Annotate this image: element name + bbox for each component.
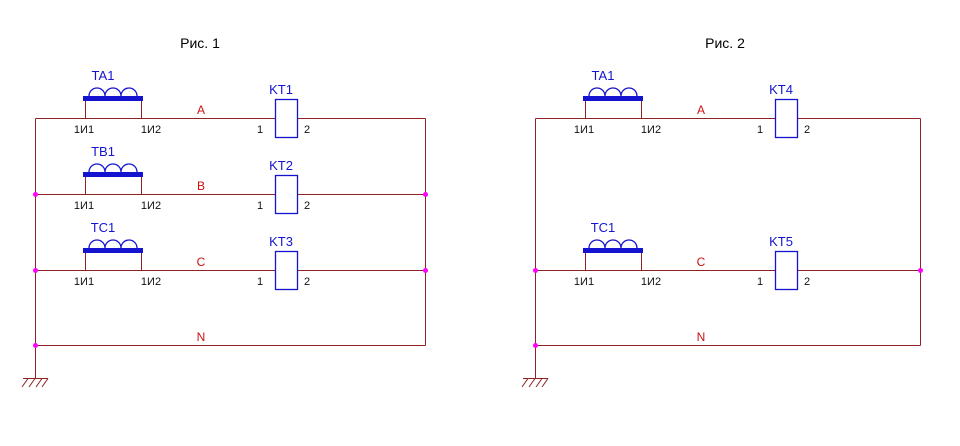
- ground-hatch-icon: [521, 378, 529, 388]
- ground-hatch-icon: [535, 378, 543, 388]
- ct-terminal2-label: 1И2: [141, 200, 161, 212]
- ground-hatch-icon: [28, 378, 36, 388]
- ground-hatch-icon: [528, 378, 536, 388]
- relay-label: KT3: [269, 234, 293, 249]
- ct-label: TC1: [591, 220, 616, 235]
- ct-terminal2-label: 1И2: [141, 276, 161, 288]
- junction-dot: [33, 268, 38, 273]
- ground-symbol: [521, 378, 549, 388]
- ct-primary-bar-icon: [583, 248, 643, 253]
- neutral-label: N: [197, 330, 206, 344]
- ct-winding-icon: [88, 87, 138, 97]
- relay-label: KT2: [269, 158, 293, 173]
- ground-hatch-icon: [541, 378, 549, 388]
- ct-terminal1-label: 1И1: [74, 276, 94, 288]
- relay-coil-icon: [274, 98, 299, 139]
- ct-terminal2-label: 1И2: [641, 124, 661, 136]
- figure-title: Рис. 1: [180, 35, 220, 51]
- relay-coil-icon: [774, 250, 799, 291]
- figure-title: Рис. 2: [705, 35, 745, 51]
- junction-dot: [423, 192, 428, 197]
- junction-dot: [423, 268, 428, 273]
- relay-coil-icon: [774, 98, 799, 139]
- phase-label: B: [197, 179, 205, 193]
- ct-terminal2-label: 1И2: [141, 124, 161, 136]
- ground-hatch-icon: [21, 378, 29, 388]
- relay-label: KT5: [769, 234, 793, 249]
- ct-winding-icon: [88, 163, 138, 173]
- relay-terminal1-label: 1: [757, 276, 763, 288]
- ct-terminal2-label: 1И2: [641, 276, 661, 288]
- junction-dot: [918, 268, 923, 273]
- ground-symbol: [21, 378, 49, 388]
- ground-hatch-icon: [35, 378, 43, 388]
- phase-label: C: [697, 255, 706, 269]
- phase-label: C: [197, 255, 206, 269]
- neutral-label: N: [697, 330, 706, 344]
- ct-primary-bar-icon: [83, 96, 143, 101]
- relay-terminal1-label: 1: [257, 124, 263, 136]
- ct-winding-icon: [588, 239, 638, 249]
- ct-primary-bar-icon: [83, 248, 143, 253]
- junction-dot: [533, 268, 538, 273]
- relay-label: KT4: [769, 82, 793, 97]
- figure-2: Рис. 2 TA1 1И1 1И2 A KT4 1 2: [521, 35, 923, 388]
- relay-terminal2-label: 2: [804, 276, 810, 288]
- ct-winding-icon: [88, 239, 138, 249]
- ct-label: TA1: [92, 68, 115, 83]
- ct-label: TC1: [91, 220, 116, 235]
- row-phase-c: TC1 1И1 1И2 C KT3 1 2: [74, 220, 310, 291]
- junction-dot: [33, 192, 38, 197]
- relay-label: KT1: [269, 82, 293, 97]
- relay-terminal2-label: 2: [804, 124, 810, 136]
- ct-primary-bar-icon: [83, 172, 143, 177]
- relay-terminal1-label: 1: [257, 200, 263, 212]
- phase-label: A: [697, 103, 705, 117]
- ct-label: TA1: [592, 68, 615, 83]
- relay-terminal2-label: 2: [304, 200, 310, 212]
- ct-winding-icon: [588, 87, 638, 97]
- row-phase-a: TA1 1И1 1И2 A KT1 1 2: [74, 68, 310, 139]
- relay-coil-icon: [274, 250, 299, 291]
- ct-terminal1-label: 1И1: [74, 124, 94, 136]
- relay-terminal2-label: 2: [304, 124, 310, 136]
- row-phase-c: TC1 1И1 1И2 C KT5 1 2: [574, 220, 810, 291]
- ct-terminal1-label: 1И1: [74, 200, 94, 212]
- junction-dot: [533, 343, 538, 348]
- ct-terminal1-label: 1И1: [574, 124, 594, 136]
- phase-label: A: [197, 103, 205, 117]
- row-phase-a: TA1 1И1 1И2 A KT4 1 2: [574, 68, 810, 139]
- relay-terminal1-label: 1: [757, 124, 763, 136]
- ct-primary-bar-icon: [583, 96, 643, 101]
- ct-terminal1-label: 1И1: [574, 276, 594, 288]
- relay-terminal2-label: 2: [304, 276, 310, 288]
- ct-label: TB1: [91, 144, 115, 159]
- relay-coil-icon: [274, 174, 299, 215]
- figure-1: Рис. 1 TA1 1И1 1И2 A KT1 1: [21, 35, 428, 388]
- ground-hatch-icon: [41, 378, 49, 388]
- junction-dot: [33, 343, 38, 348]
- row-phase-b: TB1 1И1 1И2 B KT2 1 2: [74, 144, 310, 215]
- relay-terminal1-label: 1: [257, 276, 263, 288]
